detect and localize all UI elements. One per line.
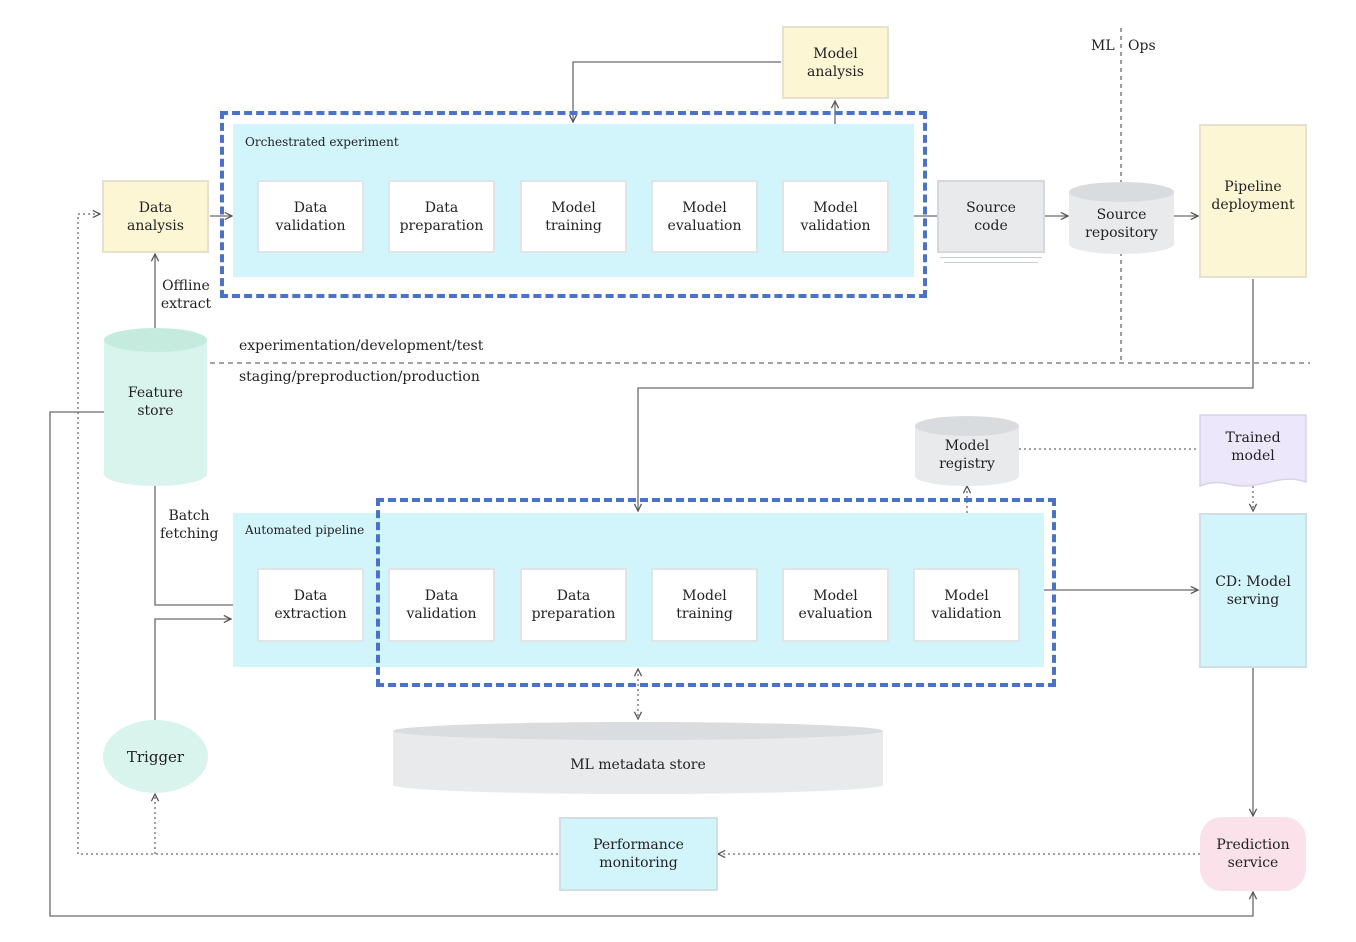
pipeline-model-evaluation[interactable]: Model evaluation [782,568,889,642]
trained-model-node[interactable]: Trained model [1225,430,1281,464]
experiment-data-preparation[interactable]: Data preparation [388,180,495,253]
ml-metadata-store-top [393,722,883,740]
performance-monitoring-node[interactable]: Performance monitoring [559,817,718,891]
batch-fetching-label: Batch fetching [160,508,219,542]
experiment-data-validation[interactable]: Data validation [257,180,364,253]
pipeline-highlight-frame [376,498,1056,687]
prediction-service-node[interactable]: Prediction service [1200,817,1306,891]
feature-store-label: Feature store [127,385,184,419]
data-analysis-node[interactable]: Data analysis [102,180,209,253]
pipeline-model-validation[interactable]: Model validation [913,568,1020,642]
trigger-node[interactable]: Trigger [103,720,208,793]
ml-metadata-store-label: ML metadata store [570,757,706,773]
feature-store-bottom [104,462,207,486]
source-repository-top [1069,182,1174,202]
model-registry-top [915,416,1019,436]
trained-model-document-shape [1199,414,1307,488]
arrow-deployment-to-pipeline [638,279,1254,511]
source-repository-bottom [1069,234,1174,254]
feature-store-body [104,340,207,474]
ml-metadata-store-bottom [393,776,883,794]
orchestrated-experiment-title: Orchestrated experiment [245,135,399,149]
model-registry-label: Model registry [939,438,995,472]
arrow-monitoring-to-analysis [77,214,558,855]
arrow-feature-store-to-prediction [49,411,1253,917]
source-code-underline [940,257,1042,258]
pipeline-model-training[interactable]: Model training [651,568,758,642]
source-repository-node[interactable]: Source repository [1069,182,1174,254]
pipeline-data-validation[interactable]: Data validation [388,568,495,642]
cd-model-serving-node[interactable]: CD: Model serving [1199,513,1307,668]
arrow-feature-store-to-extraction [154,486,256,605]
feature-store-top [104,328,207,352]
pipeline-deployment-node[interactable]: Pipeline deployment [1199,124,1307,278]
ml-label: ML [1091,38,1115,54]
experiment-model-training[interactable]: Model training [520,180,627,253]
source-code-underline-2 [944,262,1038,263]
experiment-model-evaluation[interactable]: Model evaluation [651,180,758,253]
feature-store-node[interactable]: Feature store [104,328,207,486]
model-registry-bottom [915,466,1019,486]
pipeline-data-extraction[interactable]: Data extraction [257,568,364,642]
offline-extract-label: Offline extract [160,278,212,312]
arrow-trigger-to-extraction [154,619,231,720]
ml-metadata-store-node[interactable]: ML metadata store [393,722,883,794]
environment-dev-label: experimentation/development/test [239,338,484,354]
model-registry-node[interactable]: Model registry [915,416,1019,486]
experiment-model-validation[interactable]: Model validation [782,180,889,253]
automated-pipeline-title: Automated pipeline [245,523,365,537]
source-repository-label: Source repository [1085,207,1158,241]
ops-label: Ops [1128,38,1156,54]
source-code-node[interactable]: Source code [937,180,1045,253]
automated-pipeline-panel [233,513,1044,667]
pipeline-data-preparation[interactable]: Data preparation [520,568,627,642]
experiment-highlight-frame [220,111,927,298]
model-analysis-node[interactable]: Model analysis [782,26,889,99]
environment-prod-label: staging/preproduction/production [239,369,480,385]
arrow-model-analysis-to-training [573,61,781,122]
